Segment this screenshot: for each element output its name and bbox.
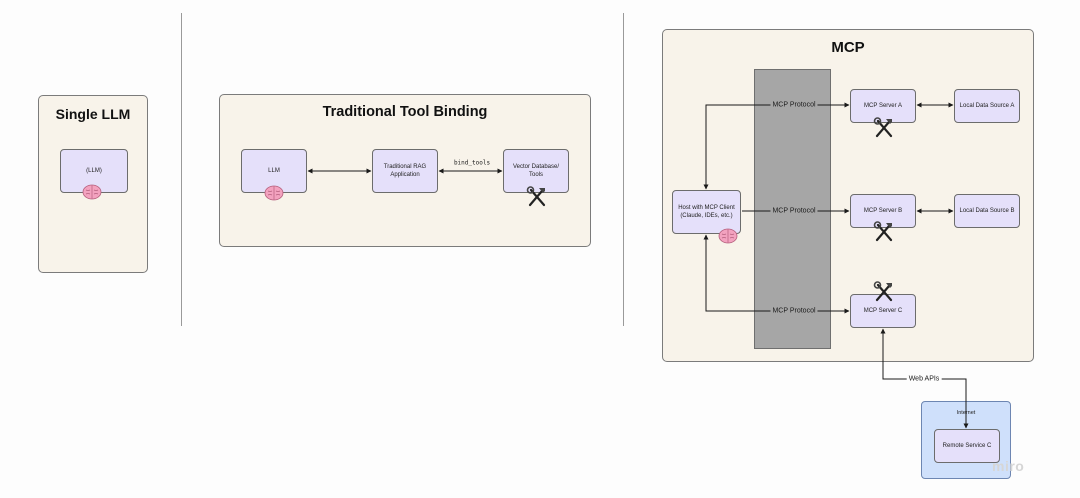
mcp-server-a-node[interactable]: MCP Server A [850,89,916,123]
remote-service-c-label: Remote Service C [942,442,992,449]
mcp-server-c-label: MCP Server C [863,307,903,314]
mcp-server-b-label: MCP Server B [863,207,903,214]
mcp-server-b-node[interactable]: MCP Server B [850,194,916,228]
host-node[interactable]: Host with MCP Client (Claude, IDEs, etc.… [672,190,741,234]
divider-right [623,13,625,326]
brain-icon [264,185,284,201]
tools-icon [873,117,893,138]
brain-icon [82,184,102,200]
tools-icon [526,186,546,207]
local-data-a-node[interactable]: Local Data Source A [954,89,1020,123]
host-label: Host with MCP Client (Claude, IDEs, etc.… [678,204,735,219]
brain-icon [718,228,738,244]
traditional-llm-node[interactable]: LLM [241,149,307,193]
traditional-llm-label: LLM [268,167,280,174]
remote-service-c-node[interactable]: Remote Service C [934,429,1000,463]
rag-application-label: Traditional RAG Application [383,163,427,178]
edge-host-server-c [703,234,850,314]
traditional-title: Traditional Tool Binding [322,104,488,120]
mcp-protocol-label-b: MCP Protocol [770,207,818,215]
bind-tools-label: bind_tools [451,159,493,167]
tools-icon [873,281,893,302]
llm-node-label: (LLM) [86,167,102,174]
mcp-server-a-label: MCP Server A [864,102,902,109]
edge-host-server-a [703,102,850,190]
local-data-b-label: Local Data Source B [959,207,1015,214]
mcp-protocol-label-c: MCP Protocol [770,307,818,315]
tools-icon [873,221,893,242]
vector-database-label: Vector Database/ Tools [512,163,560,178]
mcp-server-c-node[interactable]: MCP Server C [850,294,916,328]
mcp-title: MCP [831,39,865,56]
single-llm-title: Single LLM [55,106,131,122]
mcp-protocol-label-a: MCP Protocol [770,101,818,109]
miro-watermark: miro [992,458,1025,474]
local-data-a-label: Local Data Source A [959,102,1015,109]
vector-database-node[interactable]: Vector Database/ Tools [503,149,569,193]
rag-application-node[interactable]: Traditional RAG Application [372,149,438,193]
web-apis-label: Web APIs [906,375,942,383]
local-data-b-node[interactable]: Local Data Source B [954,194,1020,228]
divider-left [181,13,183,326]
single-llm-frame: Single LLM (LLM) [38,95,148,273]
